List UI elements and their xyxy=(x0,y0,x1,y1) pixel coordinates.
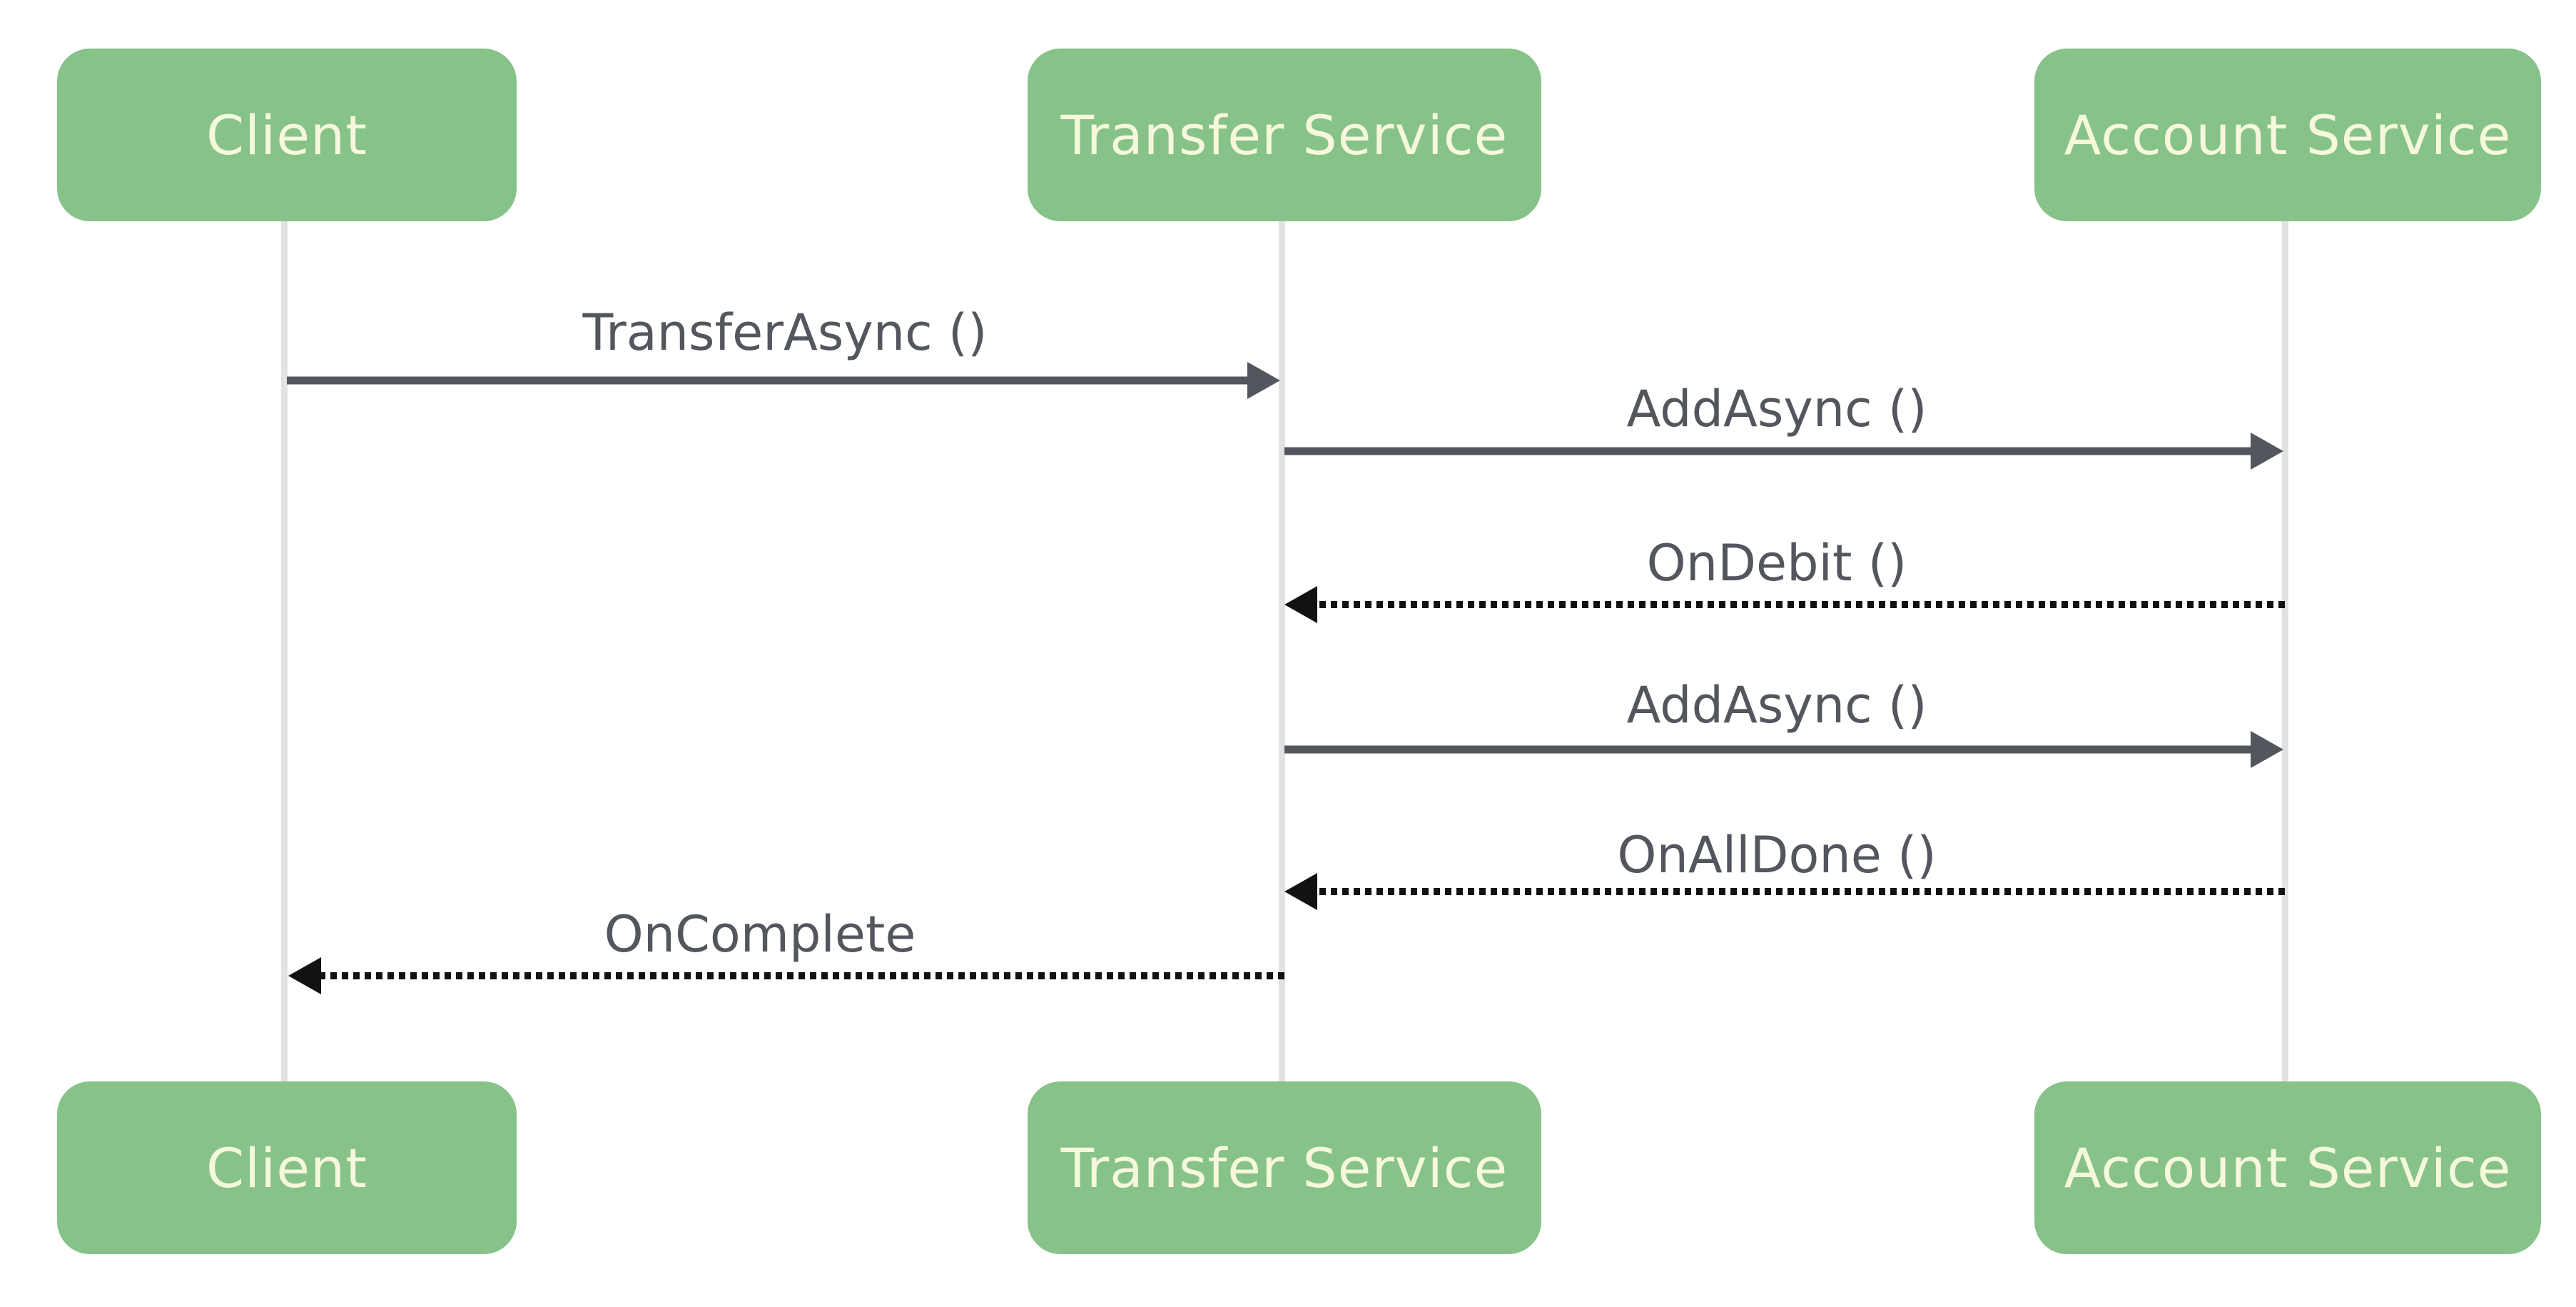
actor-client-top: Client xyxy=(57,49,517,221)
actor-account-service-bottom: Account Service xyxy=(2034,1081,2541,1254)
arrow-addasync-1 xyxy=(1284,433,2283,470)
arrow-oncomplete xyxy=(288,957,1284,994)
actor-transfer-service-top: Transfer Service xyxy=(1028,49,1541,221)
lifeline-transfer-service xyxy=(1279,220,1285,1084)
lifeline-client xyxy=(281,220,288,1084)
actor-transfer-service-bottom: Transfer Service xyxy=(1028,1081,1541,1254)
actor-label: Client xyxy=(206,1136,368,1200)
message-label-addasync-1: AddAsync () xyxy=(1626,380,1927,438)
actor-label: Client xyxy=(206,103,368,167)
actor-client-bottom: Client xyxy=(57,1081,517,1254)
actor-label: Account Service xyxy=(2064,103,2512,167)
actor-account-service-top: Account Service xyxy=(2034,49,2541,221)
message-label-addasync-2: AddAsync () xyxy=(1626,676,1927,735)
message-label-transferasync: TransferAsync () xyxy=(582,303,988,362)
message-label-onalldone: OnAllDone () xyxy=(1617,826,1937,884)
arrow-transferasync xyxy=(287,362,1280,399)
arrow-onalldone xyxy=(1284,873,2285,910)
arrowhead-right-icon xyxy=(1247,362,1280,399)
arrowhead-left-icon xyxy=(1284,873,1317,910)
message-label-ondebit: OnDebit () xyxy=(1646,534,1907,592)
actor-label: Transfer Service xyxy=(1060,1136,1508,1200)
actor-label: Transfer Service xyxy=(1060,103,1508,167)
lifeline-account-service xyxy=(2282,220,2288,1084)
actor-label: Account Service xyxy=(2064,1136,2512,1200)
arrow-ondebit xyxy=(1284,586,2285,623)
message-label-oncomplete: OnComplete xyxy=(604,905,916,964)
arrowhead-right-icon xyxy=(2251,433,2283,470)
arrow-addasync-2 xyxy=(1284,731,2283,768)
arrowhead-left-icon xyxy=(288,957,321,994)
arrowhead-left-icon xyxy=(1284,586,1317,623)
arrowhead-right-icon xyxy=(2251,731,2283,768)
